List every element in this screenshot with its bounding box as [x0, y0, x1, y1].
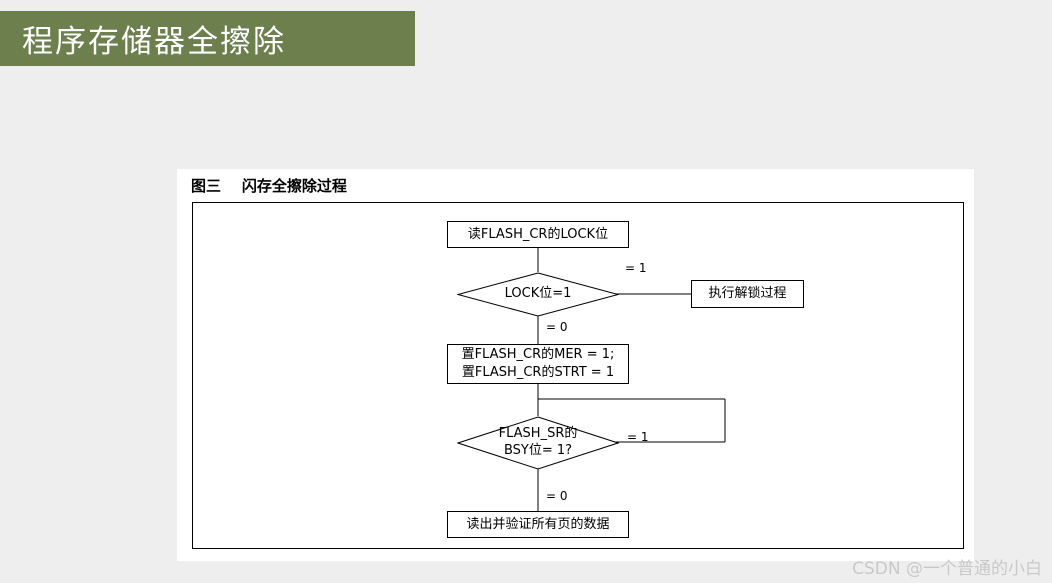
flow-node-verify-pages: 读出并验证所有页的数据	[447, 511, 629, 538]
flow-node-label: 读FLASH_CR的LOCK位	[467, 226, 609, 242]
flow-node-unlock-process: 执行解锁过程	[691, 280, 804, 308]
flow-node-read-lock-bit: 读FLASH_CR的LOCK位	[447, 221, 629, 248]
figure-caption: 图三 闪存全擦除过程	[191, 177, 347, 195]
edge-label-lock-equals-1: = 1	[625, 261, 647, 275]
flow-node-set-mer-strt: 置FLASH_CR的MER = 1; 置FLASH_CR的STRT = 1	[447, 344, 629, 384]
flow-node-bsy-decision: FLASH_SR的 BSY位= 1?	[457, 416, 619, 470]
flow-node-label: 读出并验证所有页的数据	[466, 516, 610, 532]
page-title: 程序存储器全擦除	[22, 24, 286, 60]
flow-node-label: 置FLASH_CR的MER = 1; 置FLASH_CR的STRT = 1	[461, 347, 615, 380]
edge-label-bsy-equals-0: = 0	[546, 489, 568, 503]
edge-label-lock-equals-0: = 0	[546, 320, 568, 334]
flowchart-frame: 读FLASH_CR的LOCK位 LOCK位=1 = 1 执行解锁过程 = 0 置…	[192, 202, 964, 549]
figure-card: 图三 闪存全擦除过程 读FLASH_CR的LOCK位	[177, 169, 974, 561]
slide-title-banner: 程序存储器全擦除	[0, 11, 415, 66]
watermark: CSDN @一个普通的小白	[852, 559, 1042, 579]
edge-label-bsy-equals-1: = 1	[627, 430, 649, 444]
flow-node-label: 执行解锁过程	[708, 286, 787, 302]
flow-node-lock-decision: LOCK位=1	[457, 272, 619, 317]
